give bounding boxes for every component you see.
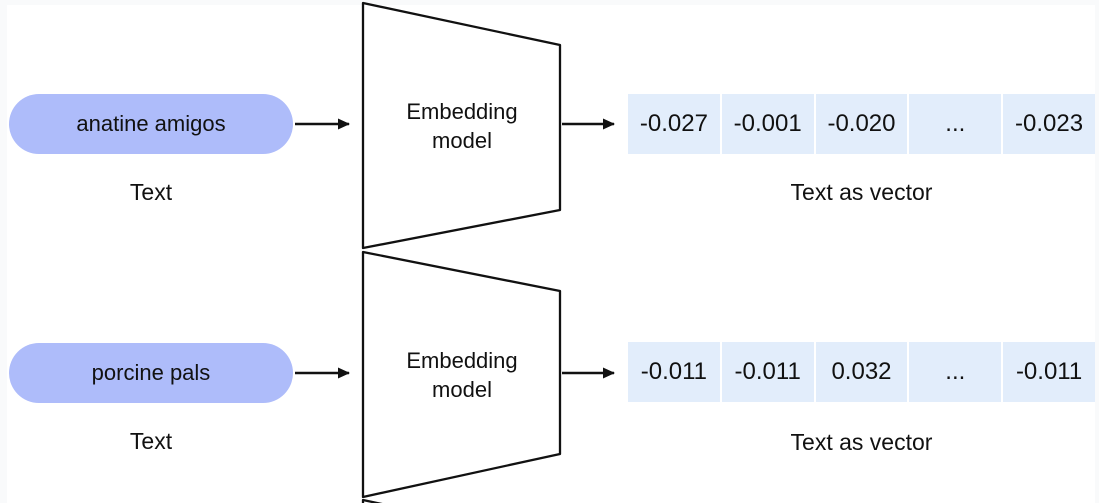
vector-cell: -0.023 [1003, 94, 1095, 154]
input-caption-2: Text [129, 428, 173, 454]
vector-cell-ellipsis: ... [909, 94, 1002, 154]
vector-cell: -0.027 [628, 94, 720, 154]
vector-cell: -0.011 [628, 342, 720, 402]
vector-cell: -0.011 [721, 342, 814, 402]
embedding-model-shape-bottom [361, 250, 562, 499]
input-text-pill-1: anatine amigos [9, 94, 293, 154]
embedding-model-shape-partial [361, 498, 383, 503]
vector-cell: -0.011 [1003, 342, 1095, 402]
vector-cell: 0.032 [815, 342, 908, 402]
vector-row-1: -0.027 -0.001 -0.020 ... -0.023 [628, 94, 1095, 154]
vector-row-2: -0.011 -0.011 0.032 ... -0.011 [628, 342, 1095, 402]
vector-cell: -0.001 [721, 94, 814, 154]
input-text-pill-2: porcine pals [9, 343, 293, 403]
vector-cell-ellipsis: ... [909, 342, 1002, 402]
input-text-2: porcine pals [91, 360, 211, 385]
embedding-model-shape-top [361, 1, 562, 250]
vector-caption-2: Text as vector [790, 429, 933, 455]
vector-caption-1: Text as vector [790, 179, 933, 205]
input-text-1: anatine amigos [76, 111, 226, 136]
vector-cell: -0.020 [815, 94, 908, 154]
embedding-model-label-2: Embedding model [406, 347, 518, 402]
embedding-model-label-1: Embedding model [406, 98, 518, 153]
input-caption-1: Text [129, 179, 173, 205]
